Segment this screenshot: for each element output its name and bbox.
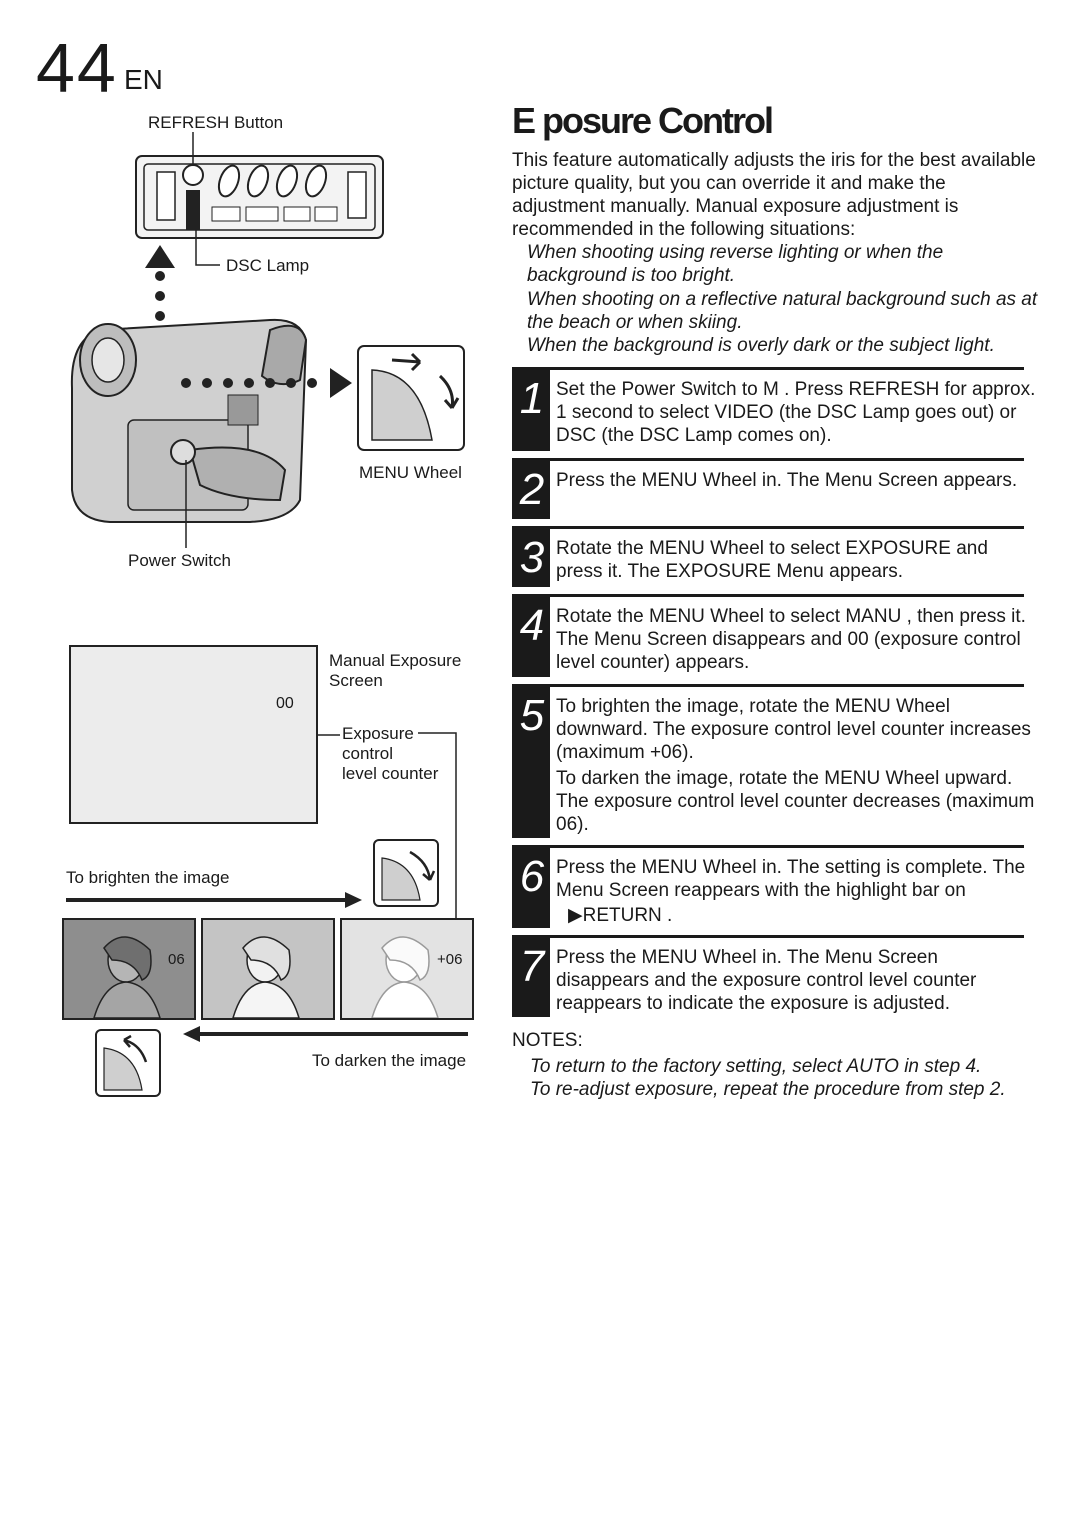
bullet-item: When shooting using reverse lighting or … xyxy=(527,242,944,286)
bright-example-image xyxy=(340,918,474,1020)
plus-counter-label: +06 xyxy=(437,951,463,968)
step-text: Rotate the MENU Wheel to select EXPOSURE… xyxy=(556,538,988,582)
manual-exposure-screen xyxy=(69,645,318,824)
counter-label-line1: Exposure xyxy=(342,724,414,743)
woman-illustration-bright xyxy=(370,936,440,1019)
step-3: 3 Rotate the MENU Wheel to select EXPOSU… xyxy=(512,526,1024,589)
dark-example-image xyxy=(62,918,196,1020)
dsc-lamp-label: DSC Lamp xyxy=(226,256,310,275)
woman-illustration-dark xyxy=(92,936,162,1019)
brighten-wheel-inset xyxy=(373,839,439,907)
camcorder-illustration xyxy=(66,132,468,1097)
step-text-continued: To darken the image, rotate the MENU Whe… xyxy=(556,768,1035,835)
step-number-bar xyxy=(512,527,550,587)
page-number: 44 xyxy=(36,29,118,107)
normal-example-image xyxy=(201,918,335,1020)
step-number-bar xyxy=(512,367,550,451)
notes-heading: NOTES: xyxy=(512,1030,583,1051)
step-text: Rotate the MENU Wheel to select MANU , t… xyxy=(556,606,1026,673)
step-number: 3 xyxy=(519,533,545,582)
step-number: 5 xyxy=(519,691,545,740)
step-5: 5 To brighten the image, rotate the MENU… xyxy=(512,684,1034,839)
darken-label: To darken the image xyxy=(312,1051,467,1070)
woman-illustration-normal xyxy=(231,936,301,1019)
darken-wheel-inset xyxy=(95,1029,161,1097)
step-number-bar xyxy=(512,846,550,928)
camcorder-body xyxy=(70,318,308,523)
manual-screen-label-line2: Screen xyxy=(329,671,383,690)
step-number-bar xyxy=(512,459,550,519)
step-number: 6 xyxy=(519,852,545,901)
step-1: 1 Set the Power Switch to M . Press REFR… xyxy=(512,367,1035,454)
step-2: 2 Press the MENU Wheel in. The Menu Scre… xyxy=(512,458,1024,521)
page-language: EN xyxy=(124,64,163,95)
step-text: Press the MENU Wheel in. The setting is … xyxy=(556,857,1026,901)
step-text: To brighten the image, rotate the MENU W… xyxy=(556,696,1031,763)
menu-wheel-label: MENU Wheel xyxy=(359,463,462,482)
step-6: 6 Press the MENU Wheel in. The setting i… xyxy=(512,845,1025,930)
note-item: To return to the factory setting, select… xyxy=(530,1056,982,1077)
step-4: 4 Rotate the MENU Wheel to select MANU ,… xyxy=(512,594,1026,679)
step-number-bar xyxy=(512,686,550,838)
counter-value: 00 xyxy=(276,695,294,712)
step-number: 4 xyxy=(519,601,545,650)
page-title: E posure Control xyxy=(512,100,774,141)
step-text: Set the Power Switch to M . Press REFRES… xyxy=(556,379,1036,446)
step-text: Press the MENU Wheel in. The Menu Screen… xyxy=(556,947,977,1014)
brighten-label: To brighten the image xyxy=(66,868,230,887)
step-7: 7 Press the MENU Wheel in. The Menu Scre… xyxy=(512,935,1024,1020)
counter-label-line3: level counter xyxy=(342,764,439,783)
step-text: Press the MENU Wheel in. The Menu Screen… xyxy=(556,470,1018,491)
bullet-item: When shooting on a reflective natural ba… xyxy=(527,289,1038,333)
step-number: 1 xyxy=(519,374,545,423)
power-switch-label: Power Switch xyxy=(128,551,231,570)
step-number-bar xyxy=(512,937,550,1017)
step-number: 2 xyxy=(519,465,545,514)
manual-screen-label-line1: Manual Exposure xyxy=(329,651,462,670)
menu-wheel-inset xyxy=(357,345,465,451)
intro-paragraph: This feature automatically adjusts the i… xyxy=(512,150,1036,240)
bullet-item: When the background is overly dark or th… xyxy=(527,335,995,356)
control-panel-illustration xyxy=(135,155,384,239)
return-menu-item: ▶RETURN . xyxy=(568,905,673,926)
note-item: To re-adjust exposure, repeat the proced… xyxy=(530,1079,1006,1100)
counter-label-line2: control xyxy=(342,744,394,763)
step-number: 7 xyxy=(519,942,545,991)
step-number-bar xyxy=(512,595,550,677)
refresh-button-label: REFRESH Button xyxy=(148,113,284,132)
minus-counter-label: 06 xyxy=(168,951,185,968)
